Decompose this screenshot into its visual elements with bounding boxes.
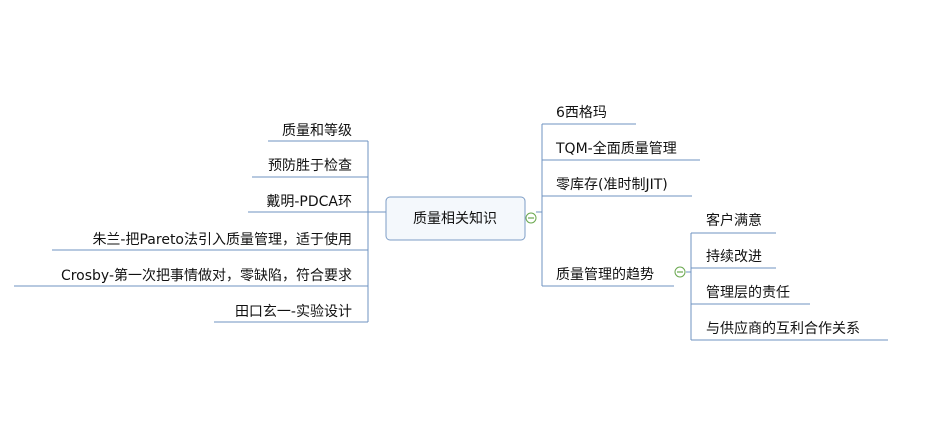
central-topic[interactable]: 质量相关知识: [385, 196, 526, 241]
left-topic-3[interactable]: 戴明-PDCA环: [266, 194, 352, 210]
right-topic-3[interactable]: 零库存(准时制JIT): [556, 177, 668, 193]
collapse-icon-trend[interactable]: [674, 266, 686, 278]
trend-subtopic-4[interactable]: 与供应商的互利合作关系: [706, 320, 860, 337]
trend-subtopic-1[interactable]: 客户满意: [706, 212, 762, 229]
right-topic-1[interactable]: 6西格玛: [556, 105, 607, 121]
right-topic-4[interactable]: 质量管理的趋势: [556, 267, 654, 283]
left-topic-1[interactable]: 质量和等级: [282, 122, 352, 139]
left-topic-2[interactable]: 预防胜于检查: [268, 158, 352, 174]
central-topic-box: [385, 196, 526, 241]
trend-subtopics: 客户满意 持续改进 管理层的责任 与供应商的互利合作关系: [706, 212, 860, 337]
trend-subtopic-2[interactable]: 持续改进: [706, 248, 762, 265]
right-topic-2[interactable]: TQM-全面质量管理: [555, 140, 677, 157]
trend-subtopic-3[interactable]: 管理层的责任: [706, 285, 790, 301]
left-topic-6[interactable]: 田口玄一-实验设计: [235, 303, 352, 320]
connector-lines: [14, 123, 888, 341]
collapse-icon-central[interactable]: [525, 212, 537, 224]
left-topic-5[interactable]: Crosby-第一次把事情做对，零缺陷，符合要求: [61, 267, 352, 284]
left-topic-4[interactable]: 朱兰-把Pareto法引入质量管理，适于使用: [92, 231, 352, 248]
right-topics: 6西格玛 TQM-全面质量管理 零库存(准时制JIT) 质量管理的趋势: [555, 105, 677, 283]
left-topics: 质量和等级 预防胜于检查 戴明-PDCA环 朱兰-把Pareto法引入质量管理，…: [61, 122, 352, 320]
central-topic-label: 质量相关知识: [413, 210, 497, 227]
